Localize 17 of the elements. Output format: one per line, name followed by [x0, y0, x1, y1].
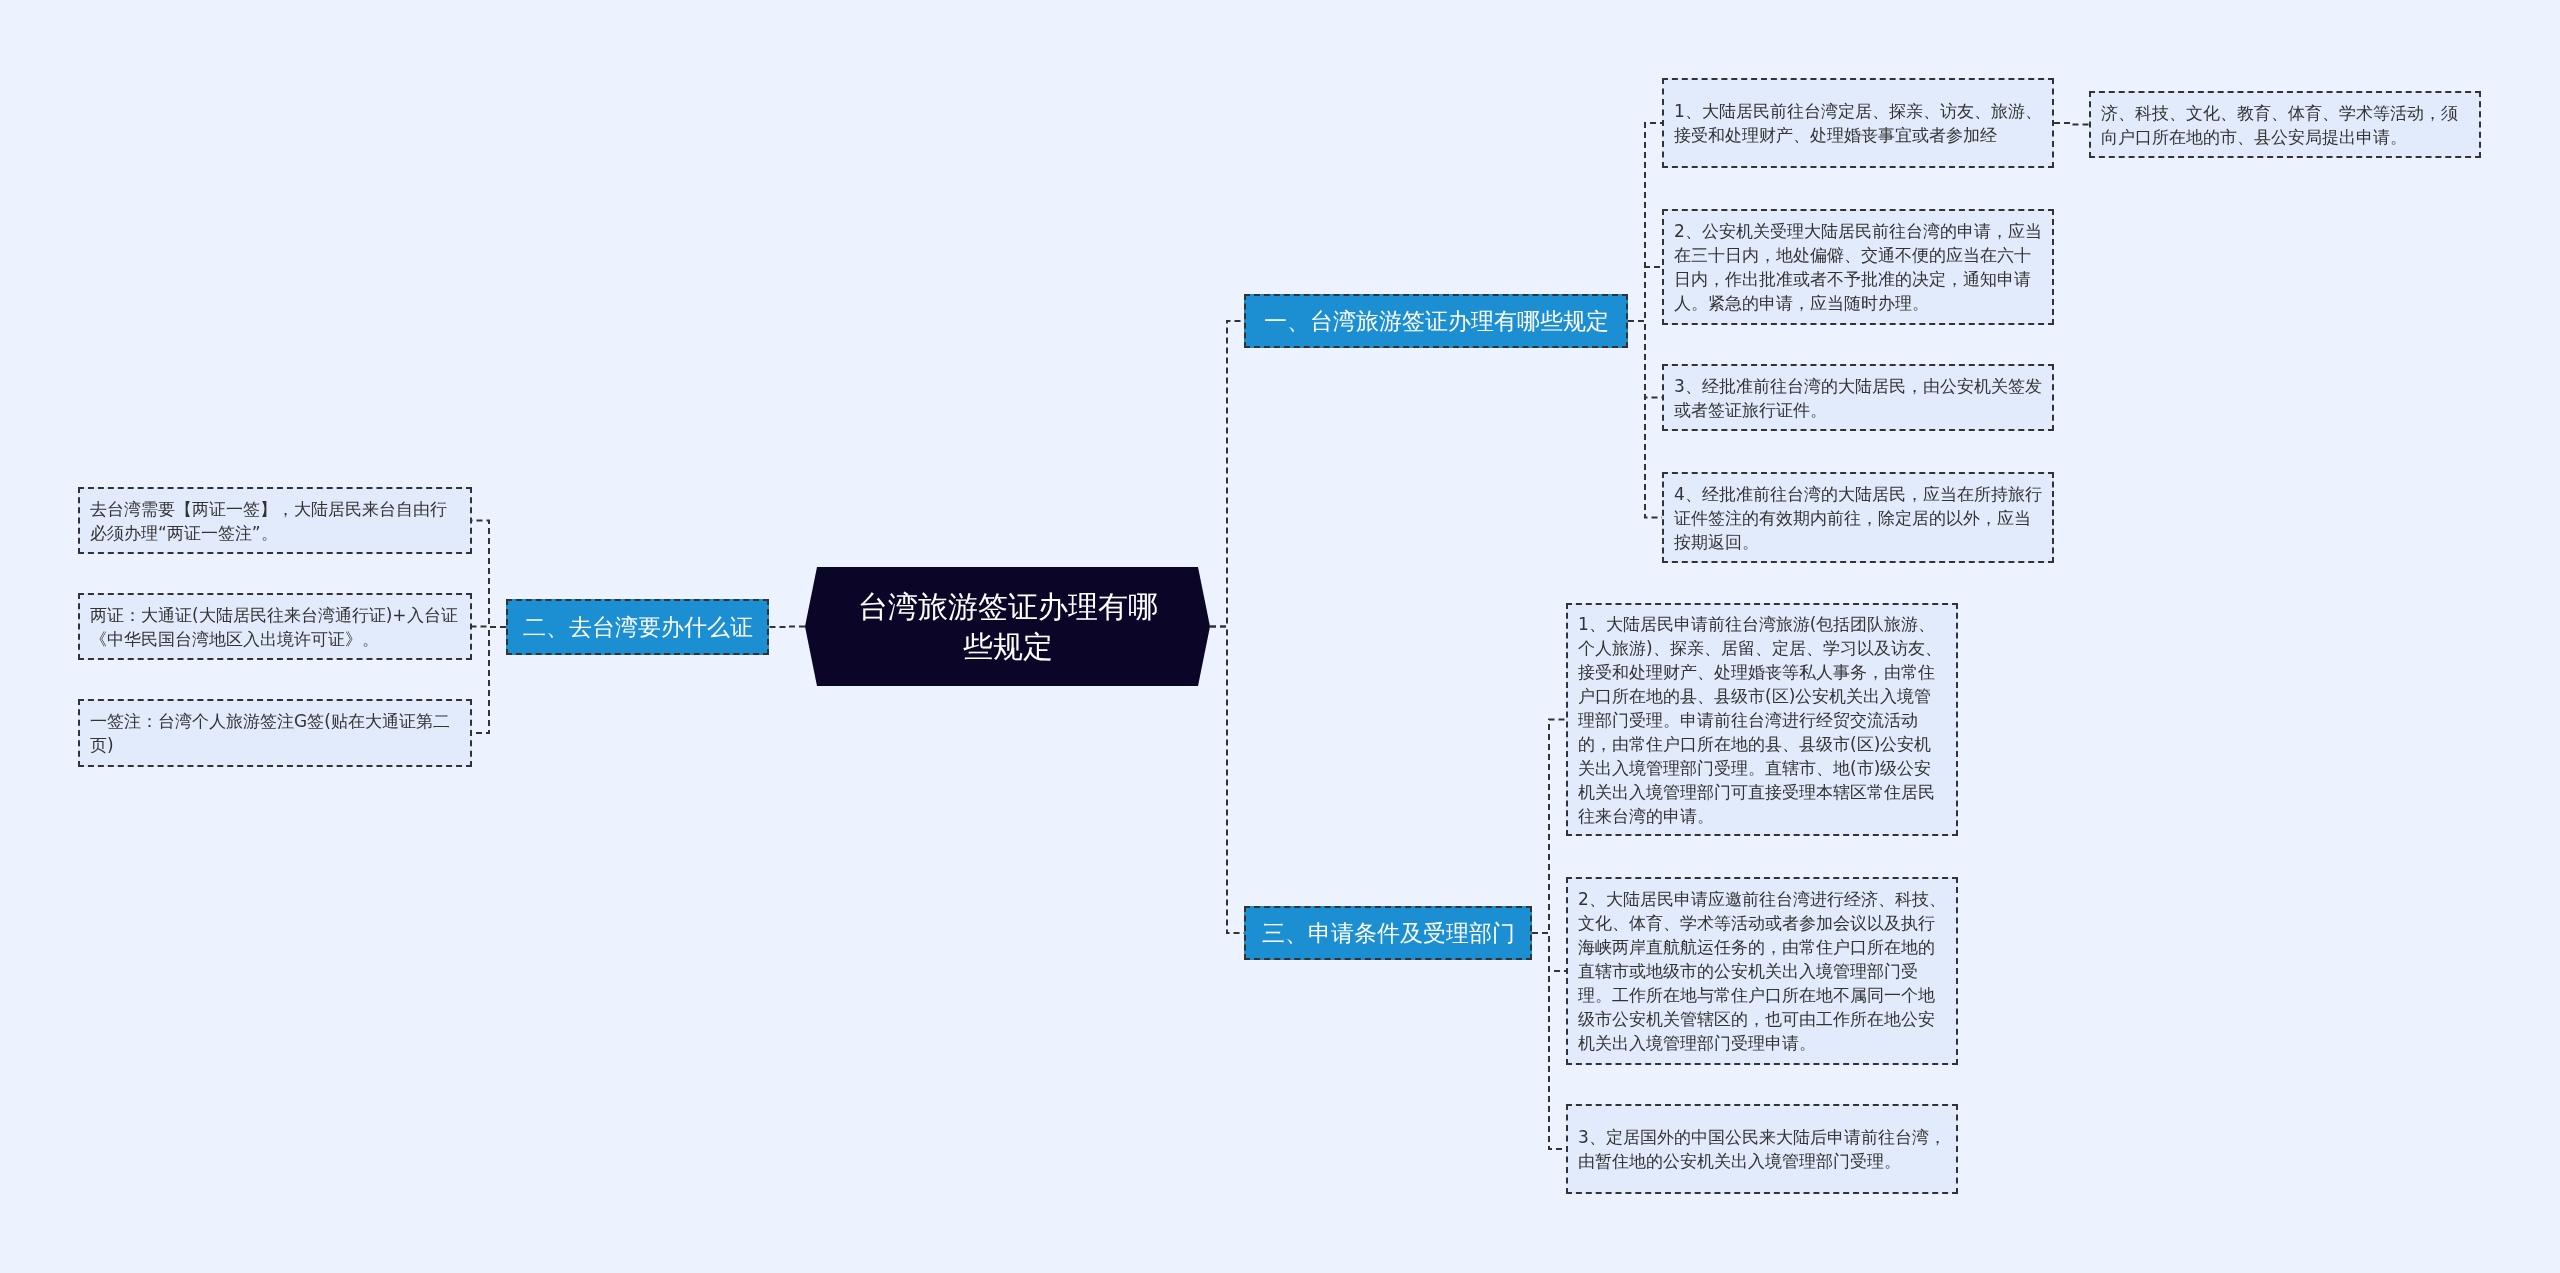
text-box: 1、大陆居民申请前往台湾旅游(包括团队旅游、个人旅游)、探亲、居留、定居、学习以及访友、接受和处理财产、处理婚丧等私人事务，由常住户口所在地的县、县级市(区)公安机关出入境管理部门受理。申请前往台湾进行经贸交流活动的，由常住户口所在地的县、县级市(区)公安机关出入境管理部门受理。直辖市、地(市)级公安机关出入境管理部门可直接受理本辖区常住居民往来台湾的申请。: [1566, 603, 1958, 836]
text-box: 2、大陆居民申请应邀前往台湾进行经济、科技、文化、体育、学术等活动或者参加会议以及执行海峡两岸直航航运任务的，由常住户口所在地的直辖市或地级市的公安机关出入境管理部门受理。工作所在地与常住户口所在地不属同一个地级市公安机关管辖区的，也可由工作所在地公安机关出入境管理部门受理申请。: [1566, 877, 1958, 1065]
text-box: 济、科技、文化、教育、体育、学术等活动，须向户口所在地的市、县公安局提出申请。: [2089, 91, 2481, 158]
text-box: 3、定居国外的中国公民来大陆后申请前往台湾，由暂住地的公安机关出入境管理部门受理。: [1566, 1104, 1958, 1194]
text-box: 1、大陆居民前往台湾定居、探亲、访友、旅游、接受和处理财产、处理婚丧事宜或者参加经: [1662, 78, 2054, 168]
topic-box: 三、申请条件及受理部门: [1244, 906, 1532, 960]
text-box: 去台湾需要【两证一签】，大陆居民来台自由行必须办理“两证一签注”。: [78, 487, 472, 554]
text-box: 2、公安机关受理大陆居民前往台湾的申请，应当在三十日内，地处偏僻、交通不便的应当在六十日内，作出批准或者不予批准的决定，通知申请人。紧急的申请，应当随时办理。: [1662, 209, 2054, 325]
text-box: 一签注：台湾个人旅游签注G签(贴在大通证第二页): [78, 699, 472, 767]
topic-box: 二、去台湾要办什么证: [506, 599, 769, 655]
topic-box: 一、台湾旅游签证办理有哪些规定: [1244, 294, 1628, 348]
connector-line: [768, 625, 806, 628]
text-box: 两证：大通证(大陆居民往来台湾通行证)+入台证《中华民国台湾地区入出境许可证》。: [78, 593, 472, 660]
central-topic-box: 台湾旅游签证办理有哪些规定: [805, 567, 1210, 686]
connector-line: [2053, 122, 2090, 126]
text-box: 3、经批准前往台湾的大陆居民，由公安机关签发或者签证旅行证件。: [1662, 364, 2054, 431]
text-box: 4、经批准前往台湾的大陆居民，应当在所持旅行证件签注的有效期内前往，除定居的以外，应当按期返回。: [1662, 472, 2054, 563]
